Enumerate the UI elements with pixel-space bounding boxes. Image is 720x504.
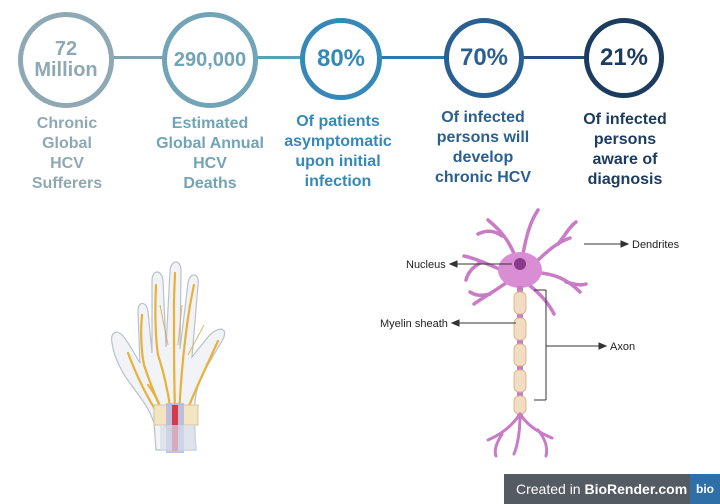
label-lines	[448, 240, 630, 401]
caption-line: HCV	[193, 155, 227, 172]
stat-circle-chronic-develop: 70%	[444, 18, 524, 98]
caption-line: asymptomatic	[284, 133, 392, 150]
caption-line: infection	[304, 173, 372, 190]
nerve-lines-fine	[159, 304, 205, 356]
credit-text: Created in BioRender.com	[504, 481, 690, 497]
stat-circle-aware: 21%	[584, 18, 664, 98]
myelin-segment	[513, 317, 527, 341]
myelin-segment	[513, 343, 527, 367]
caption-line: diagnosis	[587, 171, 663, 188]
caption-line: Global Annual	[156, 135, 264, 152]
caption-line: Of patients	[296, 113, 380, 130]
caption-line: Deaths	[183, 175, 237, 192]
caption-line: persons will	[436, 129, 530, 146]
label-axon: Axon	[610, 341, 635, 353]
stat-value: 72	[54, 38, 78, 60]
stat-caption-asymptomatic: Of patients asymptomatic upon initial in…	[276, 112, 400, 192]
label-dendrites: Dendrites	[632, 239, 680, 251]
connector-2	[254, 56, 304, 59]
connector-1	[110, 56, 166, 59]
stat-circle-asymptomatic: 80%	[300, 18, 382, 100]
credit-brand: BioRender.com	[584, 481, 688, 497]
myelin-segment	[513, 291, 527, 315]
hand-outline	[111, 261, 226, 451]
caption-line: Sufferers	[31, 175, 103, 192]
biorender-logo-icon: bio	[690, 474, 720, 504]
caption-line: aware of	[592, 151, 658, 168]
stat-circle-chronic: 72 Million	[18, 12, 114, 108]
stat-caption-chronic-develop: Of infected persons will develop chronic…	[424, 108, 542, 188]
connector-3	[378, 56, 448, 59]
stat-caption-deaths: Estimated Global Annual HCV Deaths	[146, 114, 274, 194]
myelin-segment	[513, 395, 527, 415]
caption-line: develop	[452, 149, 514, 166]
myelin-segment	[513, 369, 527, 393]
nucleus	[514, 258, 526, 270]
nerve-lines	[126, 271, 220, 442]
caption-line: Global	[42, 135, 92, 152]
hand-nerve-illustration	[111, 261, 226, 453]
stat-value-unit: Million	[34, 59, 98, 81]
caption-line: Of infected	[583, 111, 667, 128]
caption-line: persons	[593, 131, 657, 148]
stat-caption-chronic: Chronic Global HCV Sufferers	[10, 114, 124, 194]
axon	[513, 286, 527, 416]
neuron-diagram: Nucleus Dendrites Myelin sheath Axon	[380, 208, 680, 458]
stat-caption-aware: Of infected persons aware of diagnosis	[566, 110, 684, 190]
caption-line: Chronic	[36, 115, 98, 132]
stat-value: 80%	[316, 45, 366, 73]
stat-value: 70%	[459, 44, 509, 72]
stat-value: 21%	[599, 44, 649, 72]
wrist-band	[153, 403, 199, 453]
stat-circle-deaths: 290,000	[162, 12, 258, 108]
credit-prefix: Created in	[516, 481, 585, 497]
cell-body	[498, 252, 542, 288]
caption-line: HCV	[50, 155, 84, 172]
stat-value: 290,000	[173, 48, 247, 71]
caption-line: upon initial	[295, 153, 381, 170]
connector-4	[520, 56, 586, 59]
label-nucleus: Nucleus	[406, 259, 446, 271]
label-myelin-sheath: Myelin sheath	[380, 318, 448, 330]
caption-line: chronic HCV	[434, 169, 531, 186]
caption-line: Estimated	[171, 115, 249, 132]
caption-line: Of infected	[441, 109, 525, 126]
biorender-credit[interactable]: Created in BioRender.com bio	[504, 474, 720, 504]
axon-terminals	[486, 412, 554, 458]
